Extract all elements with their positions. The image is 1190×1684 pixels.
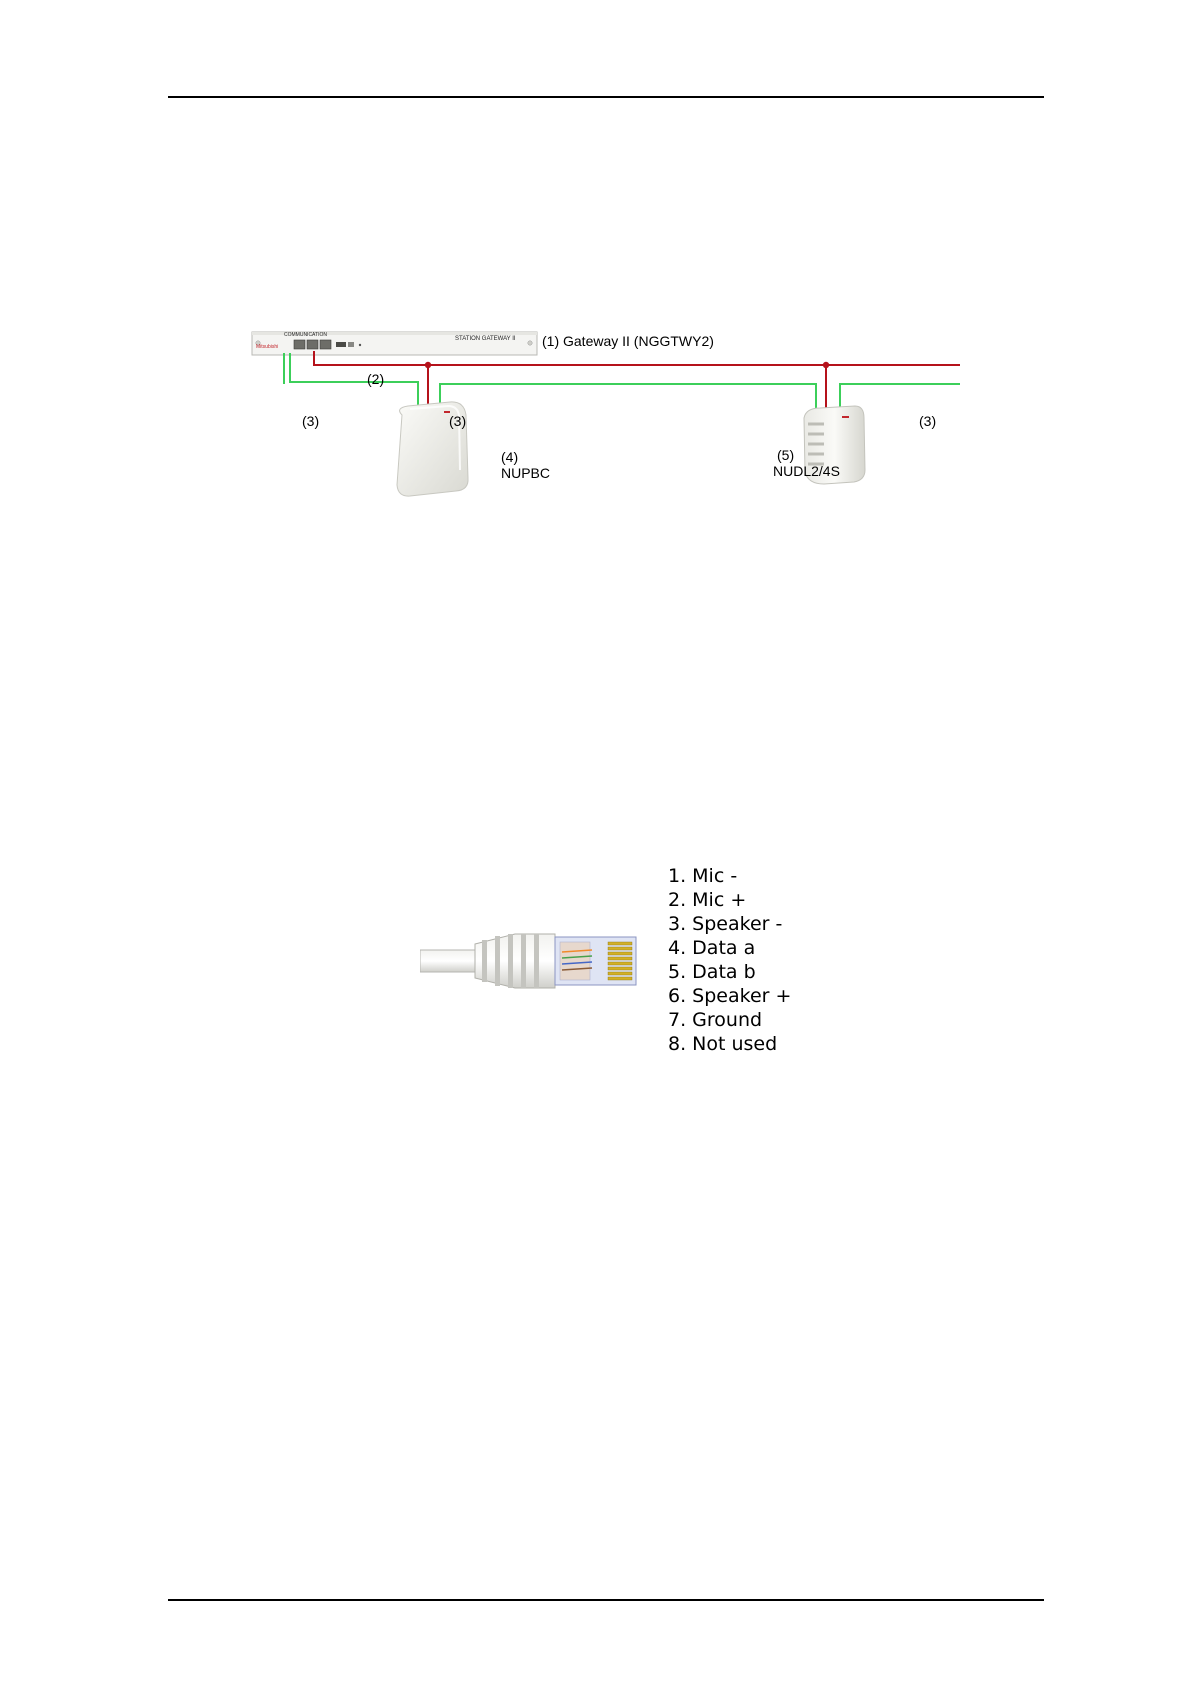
bus-cable-label: (2) [367, 372, 384, 387]
pin-3: 3. Speaker - [668, 912, 888, 936]
gateway-header-text: COMMUNICATION [284, 332, 327, 338]
pin-4: 4. Data a [668, 936, 888, 960]
gateway-label: (1) Gateway II (NGGTWY2) [542, 334, 714, 349]
rj45-connector-graphic [420, 920, 650, 1000]
wiring-diagram-graphic [240, 320, 960, 550]
nudl-number: (5) [777, 448, 794, 463]
footer-rule [168, 1599, 1044, 1601]
pin-1: 1. Mic - [668, 864, 888, 888]
nupbc-number: (4) [501, 450, 518, 465]
pin-2: 2. Mic + [668, 888, 888, 912]
drop-cable-label-right: (3) [919, 414, 936, 429]
gateway-brand-text: Mitsubishi [256, 344, 278, 350]
drop-cable-label-mid: (3) [449, 414, 466, 429]
gateway-panel-text: STATION GATEWAY II [455, 336, 516, 342]
nudl-name: NUDL2/4S [773, 464, 840, 479]
pin-6: 6. Speaker + [668, 984, 888, 1008]
wiring-diagram: COMMUNICATION Mitsubishi STATION GATEWAY… [240, 320, 960, 550]
pinout-list: 1. Mic - 2. Mic + 3. Speaker - 4. Data a… [668, 864, 888, 1056]
pin-7: 7. Ground [668, 1008, 888, 1032]
pin-5: 5. Data b [668, 960, 888, 984]
drop-cable-label-left: (3) [302, 414, 319, 429]
nupbc-name: NUPBC [501, 466, 550, 481]
header-rule [168, 96, 1044, 98]
rj45-connector [420, 920, 650, 1000]
pin-8: 8. Not used [668, 1032, 888, 1056]
